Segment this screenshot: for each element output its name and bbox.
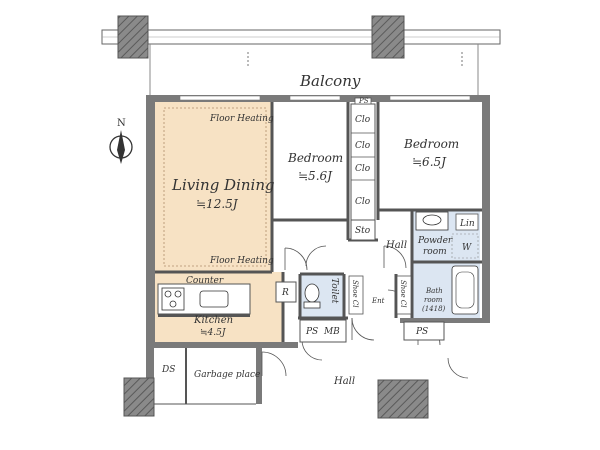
hall-outer-label: Hall	[333, 376, 355, 387]
washer-space	[451, 233, 479, 259]
bath-label-1: Bath	[425, 287, 443, 295]
stove-icon	[161, 287, 185, 311]
floor-heating-area	[163, 107, 267, 267]
kitchen-size: ≒4.5J	[200, 328, 227, 338]
kitchen-label: Kitchen	[193, 315, 233, 326]
bedroom2-label: Bedroom	[403, 137, 459, 151]
bedroom1-label: Bedroom	[287, 151, 343, 165]
shoe-closet-right	[396, 275, 412, 315]
pillar-bottom-right	[377, 379, 429, 419]
linen-closet	[455, 213, 479, 231]
windows-top	[179, 95, 471, 101]
entrance-label: Ent	[371, 297, 385, 305]
floor-heating-bottom-label: Floor Heating	[209, 256, 274, 266]
bath-label-2: room	[424, 296, 443, 304]
closet-column	[350, 103, 376, 241]
toilet-label: Toilet	[329, 278, 339, 304]
ps-top-box	[354, 97, 372, 105]
shoe-closet-left-label: Shoe Cl	[351, 280, 359, 307]
balcony-label: Balcony	[299, 72, 361, 90]
closet-2-label: Clo	[355, 141, 371, 151]
bathtub-icon	[451, 265, 479, 315]
balcony-area: Balcony	[101, 15, 501, 95]
closet-1-label: Clo	[355, 115, 371, 125]
living-dining-label: Living Dining	[171, 176, 275, 194]
hall-inner-label: Hall	[385, 240, 407, 251]
shoe-closet-right-label: Shoe Cl	[399, 280, 407, 307]
ds-label: DS	[161, 365, 175, 375]
bedroom2-size: ≒6.5J	[412, 155, 447, 169]
toilet-icon	[303, 283, 321, 309]
counter-label: Counter	[186, 276, 224, 286]
living-dining-size: ≒12.5J	[196, 197, 239, 211]
interior-walls	[155, 102, 482, 342]
ps-right-box	[403, 321, 445, 341]
linen-label: Lin	[459, 219, 475, 229]
balcony-pillar-left	[117, 15, 149, 59]
ps-right-label: PS	[415, 327, 428, 337]
bath-fixtures	[415, 211, 479, 315]
closet-3-label: Clo	[355, 164, 371, 174]
living-floor	[155, 102, 271, 272]
refrigerator-label: R	[281, 288, 289, 298]
balcony-pillar-right	[371, 15, 405, 59]
storage-label: Sto	[355, 226, 371, 236]
sink-icon	[199, 290, 229, 308]
pillar-bottom-left	[123, 377, 155, 417]
refrigerator-space	[275, 281, 297, 303]
closet-4-label: Clo	[355, 197, 371, 207]
bath-label-3: (1418)	[422, 305, 446, 313]
powder-label-2: room	[423, 247, 447, 257]
powder-label-1: Powder	[417, 236, 453, 246]
north-arrow: N	[109, 118, 133, 164]
bedroom1-size: ≒5.6J	[298, 169, 333, 183]
storage-cabinet	[350, 219, 376, 241]
kitchen-counter	[157, 281, 297, 317]
ps-mb-box	[299, 319, 347, 343]
washer-label: W	[462, 243, 472, 253]
vanity-icon	[415, 211, 449, 231]
ps-top-label: PS	[358, 97, 369, 105]
north-label: N	[117, 118, 126, 129]
floor-heating-top-label: Floor Heating	[209, 114, 274, 124]
ps-mb-label: PS MB	[305, 327, 340, 337]
shoe-closet-left	[348, 275, 364, 315]
garbage-place-label: Garbage place	[194, 370, 260, 380]
